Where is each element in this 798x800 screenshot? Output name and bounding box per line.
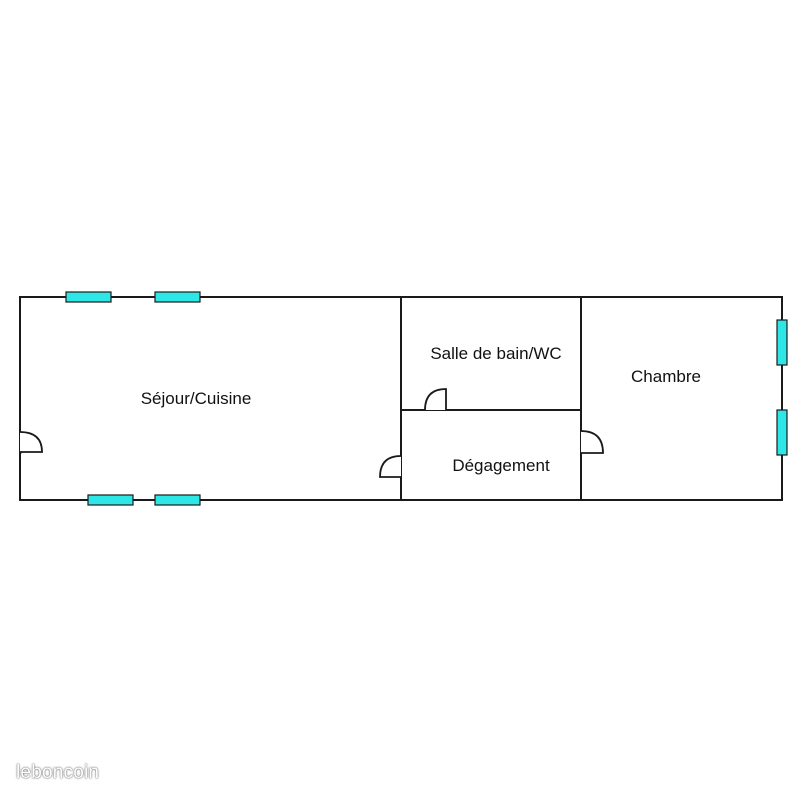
room-label-degagement: Dégagement	[452, 456, 550, 475]
door-chambre	[580, 430, 604, 454]
watermark-logo: leboncoin	[16, 762, 100, 783]
window-bottom-1	[87, 494, 134, 506]
room-label-chambre: Chambre	[631, 367, 701, 386]
room-label-salle-de-bain: Salle de bain/WC	[430, 344, 561, 363]
door-degagement-west	[379, 455, 402, 478]
window-top-2	[154, 291, 201, 303]
window-bottom-2	[154, 494, 201, 506]
window-east-1	[776, 319, 788, 366]
door-entry-arc	[19, 431, 43, 453]
door-bathroom	[424, 388, 447, 411]
room-label-sejour: Séjour/Cuisine	[141, 389, 252, 408]
window-east-2	[776, 409, 788, 456]
window-top-1	[65, 291, 112, 303]
